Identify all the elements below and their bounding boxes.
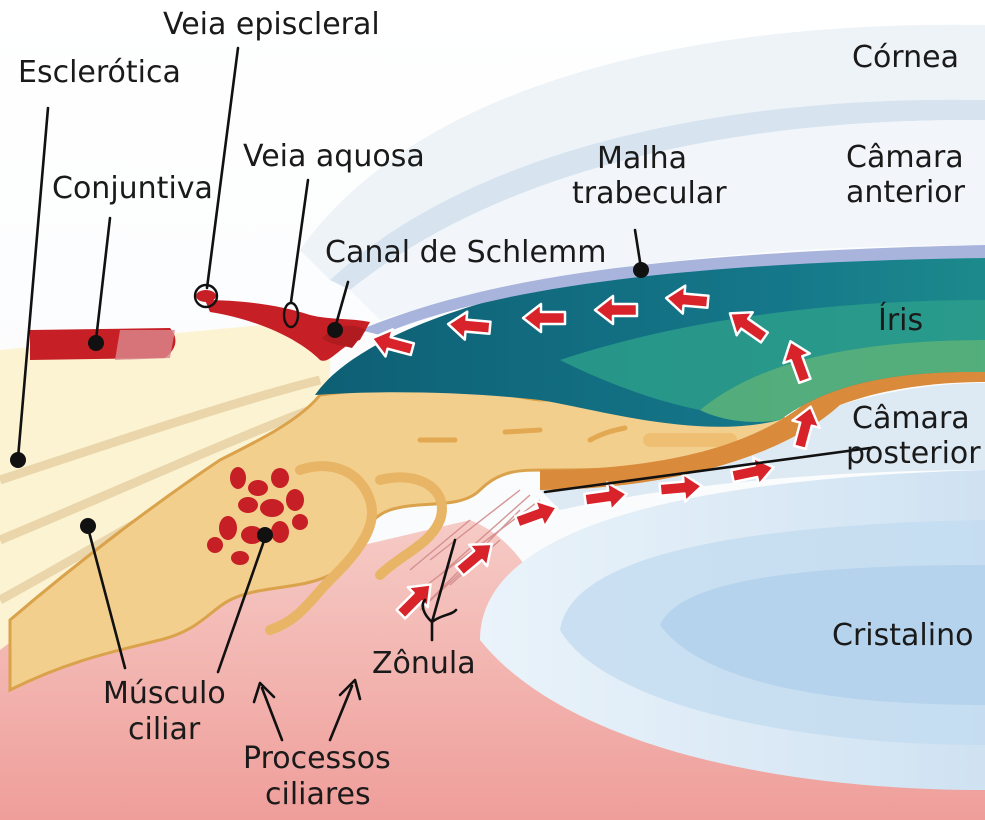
label-ciliary-muscle-2: ciliar xyxy=(128,712,201,747)
label-anterior-chamber-1: Câmara xyxy=(846,140,964,175)
episcleral-vein xyxy=(196,290,216,302)
dot-trabecular xyxy=(633,262,649,278)
label-posterior-chamber-1: Câmara xyxy=(852,401,970,436)
dot-sclera xyxy=(10,452,26,468)
label-ciliary-processes-2: ciliares xyxy=(265,777,371,812)
label-ciliary-muscle-1: Músculo xyxy=(103,676,226,711)
conjunctiva xyxy=(115,330,175,360)
label-anterior-chamber-2: anterior xyxy=(846,175,966,210)
label-trabecular-2: trabecular xyxy=(572,176,727,211)
label-aqueous-vein: Veia aquosa xyxy=(243,139,425,174)
dot-ciliary-muscle-left xyxy=(80,518,96,534)
label-zonule: Zônula xyxy=(372,646,476,681)
label-sclera: Esclerótica xyxy=(18,55,181,90)
label-ciliary-processes-1: Processos xyxy=(243,741,391,776)
label-conjunctiva: Conjuntiva xyxy=(52,171,213,206)
label-lens: Cristalino xyxy=(832,618,973,653)
label-schlemm-canal: Canal de Schlemm xyxy=(325,235,606,270)
label-episcleral-vein: Veia episcleral xyxy=(163,7,380,42)
label-posterior-chamber-2: posterior xyxy=(846,436,981,471)
dot-conjunctiva xyxy=(88,335,104,351)
label-iris: Íris xyxy=(878,302,923,338)
label-trabecular-1: Malha xyxy=(597,141,687,176)
label-cornea: Córnea xyxy=(852,40,959,75)
dot-ciliary-muscle-right xyxy=(257,527,273,543)
dot-schlemm xyxy=(327,322,343,338)
